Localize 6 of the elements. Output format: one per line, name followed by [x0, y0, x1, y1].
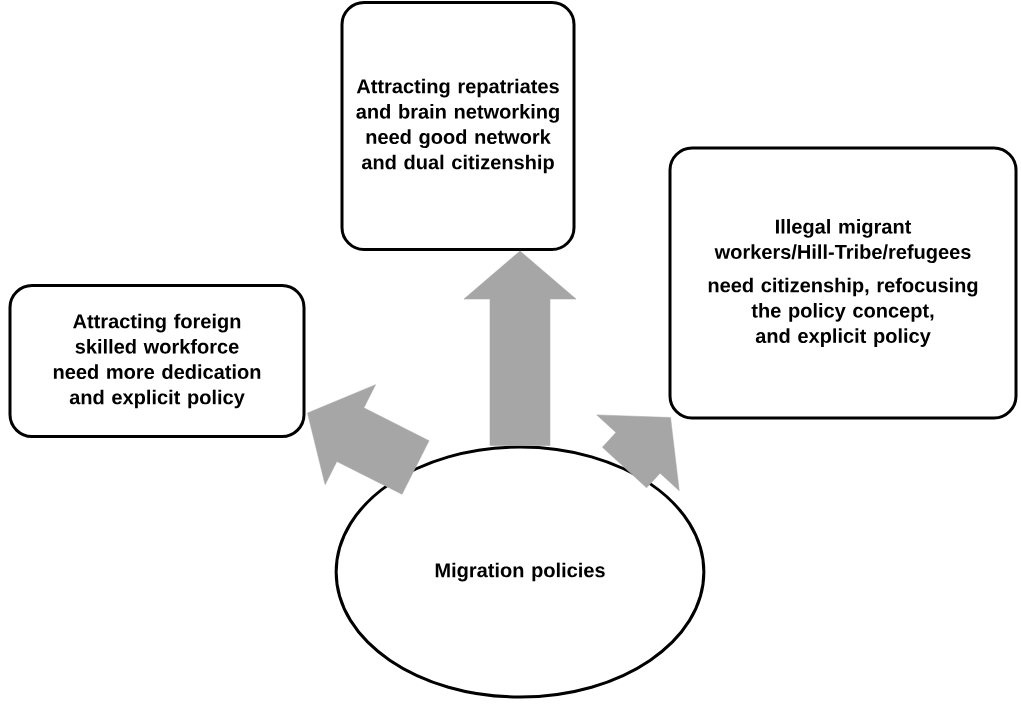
- block-arrow: [463, 250, 577, 446]
- rounded-box: Attracting foreign skilled workforce need more dedication and explicit policy: [8, 284, 306, 438]
- rounded-box: Illegal migrant workers/Hill-Tribe/refugees need citizenship, refocusing the policy concept, and explicit policy: [668, 146, 1018, 420]
- rounded-box: Attracting repatriates and brain networking need good network and dual citizenship: [340, 1, 576, 251]
- block-arrow: [307, 384, 430, 495]
- block-arrow: [596, 414, 680, 491]
